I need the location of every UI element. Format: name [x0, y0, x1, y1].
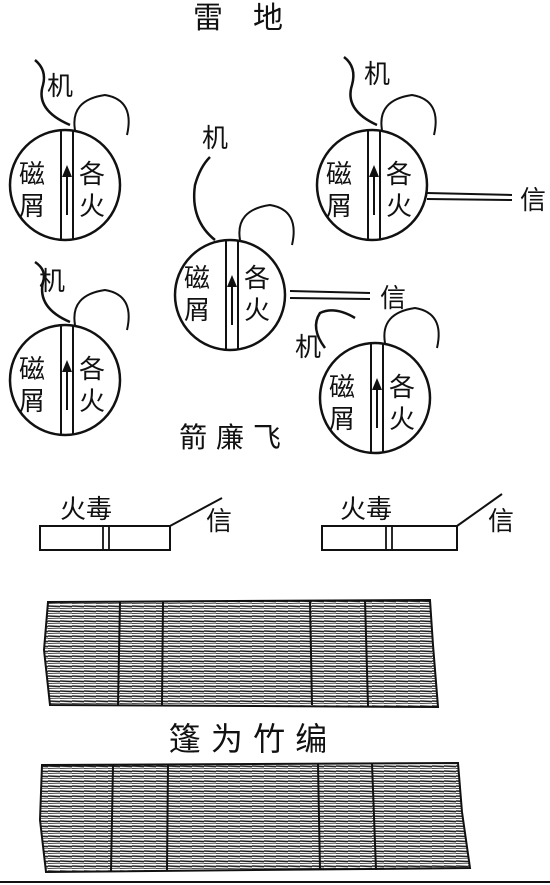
- fire-label-bottom: 火: [389, 405, 415, 435]
- magnet-label-bottom: 屑: [184, 296, 210, 326]
- fuse-line: [289, 297, 371, 300]
- fire-label-top: 各: [79, 160, 105, 190]
- fuse-line: [289, 290, 371, 294]
- rocket-fuse: [169, 497, 223, 527]
- fire-label-bottom: 火: [244, 296, 270, 326]
- fire-label-top: 各: [386, 160, 412, 190]
- rocket-tube: [321, 525, 458, 551]
- trigger-label: 机: [364, 60, 390, 90]
- magnet-label-top: 磁: [329, 373, 355, 403]
- rocket-left: 火毒 信: [39, 495, 232, 551]
- trigger-wire: [314, 309, 356, 349]
- mat-tie: [161, 600, 164, 706]
- rocket-fuse: [456, 493, 503, 527]
- mat-surface: [38, 761, 472, 874]
- fire-label-top: 各: [79, 355, 105, 385]
- mat-tie: [117, 601, 121, 706]
- magnet-label-top: 磁: [19, 160, 45, 190]
- mat-tie: [309, 599, 313, 706]
- trigger-label: 机: [295, 333, 321, 363]
- mat-surface: [42, 598, 440, 709]
- mat-tie: [166, 763, 169, 872]
- mine-top-left: 机 磁 屑 各 火: [8, 59, 130, 242]
- mine-title: 雷 地: [193, 1, 283, 36]
- mat-tie: [110, 764, 114, 873]
- magnet-label-bottom: 屑: [326, 192, 352, 222]
- magnet-label-top: 磁: [184, 264, 210, 294]
- rocket-tube: [39, 525, 171, 551]
- rocket-title: 箭 廉 飞: [179, 421, 281, 454]
- fuse-label: 信: [520, 186, 546, 216]
- magnet-label-bottom: 屑: [329, 405, 355, 435]
- fire-label-bottom: 火: [79, 387, 105, 417]
- mine-bottom-right: 机 磁 屑 各 火: [295, 306, 440, 455]
- mat-tie: [364, 599, 369, 707]
- mine-center: 机 磁 屑 各 火 信: [173, 124, 406, 352]
- mat-tie: [371, 762, 377, 871]
- mine-bottom-left: 机 磁 屑 各 火: [8, 260, 130, 437]
- charge-label: 火毒: [60, 495, 112, 525]
- trigger-wire: [34, 260, 71, 324]
- trigger-wire: [193, 156, 216, 241]
- fuse-label: 信: [488, 507, 514, 537]
- magnet-label-top: 磁: [326, 160, 352, 190]
- fire-label-bottom: 火: [79, 192, 105, 222]
- fuse-label: 信: [380, 284, 406, 314]
- fuse-line: [426, 198, 513, 201]
- fuse-line: [426, 192, 513, 196]
- trigger-label: 机: [39, 267, 65, 297]
- magnet-label-top: 磁: [19, 355, 45, 385]
- mat-title: 篷 为 竹 编: [169, 720, 328, 758]
- magnet-label-bottom: 屑: [19, 387, 45, 417]
- fire-label-top: 各: [389, 373, 415, 403]
- fire-label-bottom: 火: [386, 192, 412, 222]
- mine-top-right: 机 磁 屑 各 火 信: [315, 56, 546, 242]
- fire-label-top: 各: [244, 264, 270, 294]
- bamboo-mat-bottom: [38, 761, 472, 874]
- trigger-label: 机: [202, 124, 228, 154]
- trigger-label: 机: [47, 72, 73, 102]
- bamboo-mat-top: [42, 598, 440, 709]
- mat-tie: [317, 763, 321, 871]
- fuse-label: 信: [206, 507, 232, 537]
- magnet-label-bottom: 屑: [19, 192, 45, 222]
- trigger-wire: [343, 56, 378, 127]
- rocket-right: 火毒 信: [321, 493, 514, 551]
- trigger-wire: [34, 59, 71, 127]
- charge-label: 火毒: [340, 495, 392, 525]
